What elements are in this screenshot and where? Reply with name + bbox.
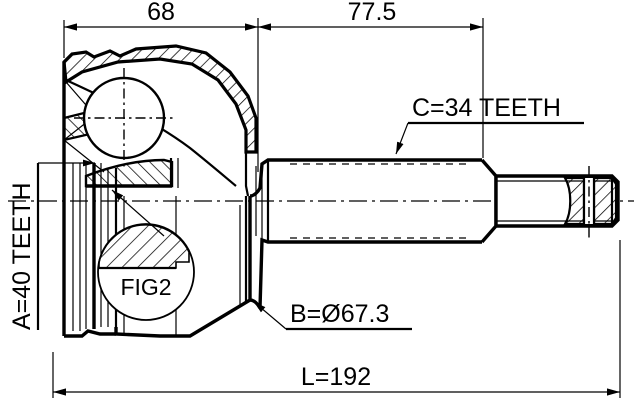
dim775-label: 77.5 <box>348 0 397 26</box>
a40-teeth-label: A=40 TEETH <box>8 182 36 330</box>
note-a40-teeth: A=40 TEETH <box>8 159 95 330</box>
housing-right-wall <box>244 152 250 197</box>
drive-shaft <box>249 158 620 309</box>
shaft-upper-outline <box>249 158 482 198</box>
b-leader-line <box>253 301 287 330</box>
housing-outer-race-section <box>62 44 258 154</box>
dimL-label: L=192 <box>301 363 371 391</box>
c34-leader-line <box>395 122 409 155</box>
fig2-label: FIG2 <box>120 274 171 300</box>
cage-line-lower <box>63 139 105 173</box>
shaft-lower-outline <box>249 237 482 309</box>
fig2-leader-line <box>111 189 165 237</box>
c34-teeth-label: C=34 TEETH <box>412 94 561 122</box>
dim68-label: 68 <box>147 0 175 26</box>
b-diameter-label: B=Ø67.3 <box>290 300 389 328</box>
housing-lower-left-steps <box>64 329 116 338</box>
inner-race-section <box>84 158 174 188</box>
fig2-detail-hatch <box>98 224 190 269</box>
note-c34-teeth: C=34 TEETH <box>395 94 584 155</box>
dimension-68: 68 <box>63 0 259 172</box>
dimension-77-5: 77.5 <box>258 0 484 158</box>
fig2-detail-callout: FIG2 <box>97 189 195 321</box>
note-b-diameter: B=Ø67.3 <box>253 300 412 331</box>
dimension-overall-length: L=192 <box>52 240 621 398</box>
